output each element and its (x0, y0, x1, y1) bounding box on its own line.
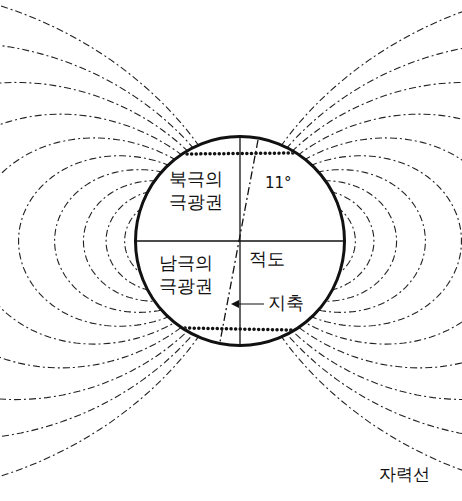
earth-label: 북극의 극광권 (169, 168, 228, 213)
leader-line (236, 303, 264, 304)
earth-axis (220, 140, 258, 342)
earth-circle: 북극의 극광권 11° 남극의 극광권 적도지축 (134, 135, 346, 347)
earth-label: 남극의 극광권 (159, 252, 218, 297)
arrow-head (231, 300, 239, 308)
aurora-zone (185, 328, 291, 330)
aurora-zone (187, 153, 293, 154)
figure-label: 자력선 (376, 462, 433, 487)
earth-label: 지축 (268, 292, 304, 315)
earth-label: 11° (265, 174, 292, 193)
earth-lines (134, 135, 346, 347)
earth-label: 적도 (249, 248, 285, 271)
